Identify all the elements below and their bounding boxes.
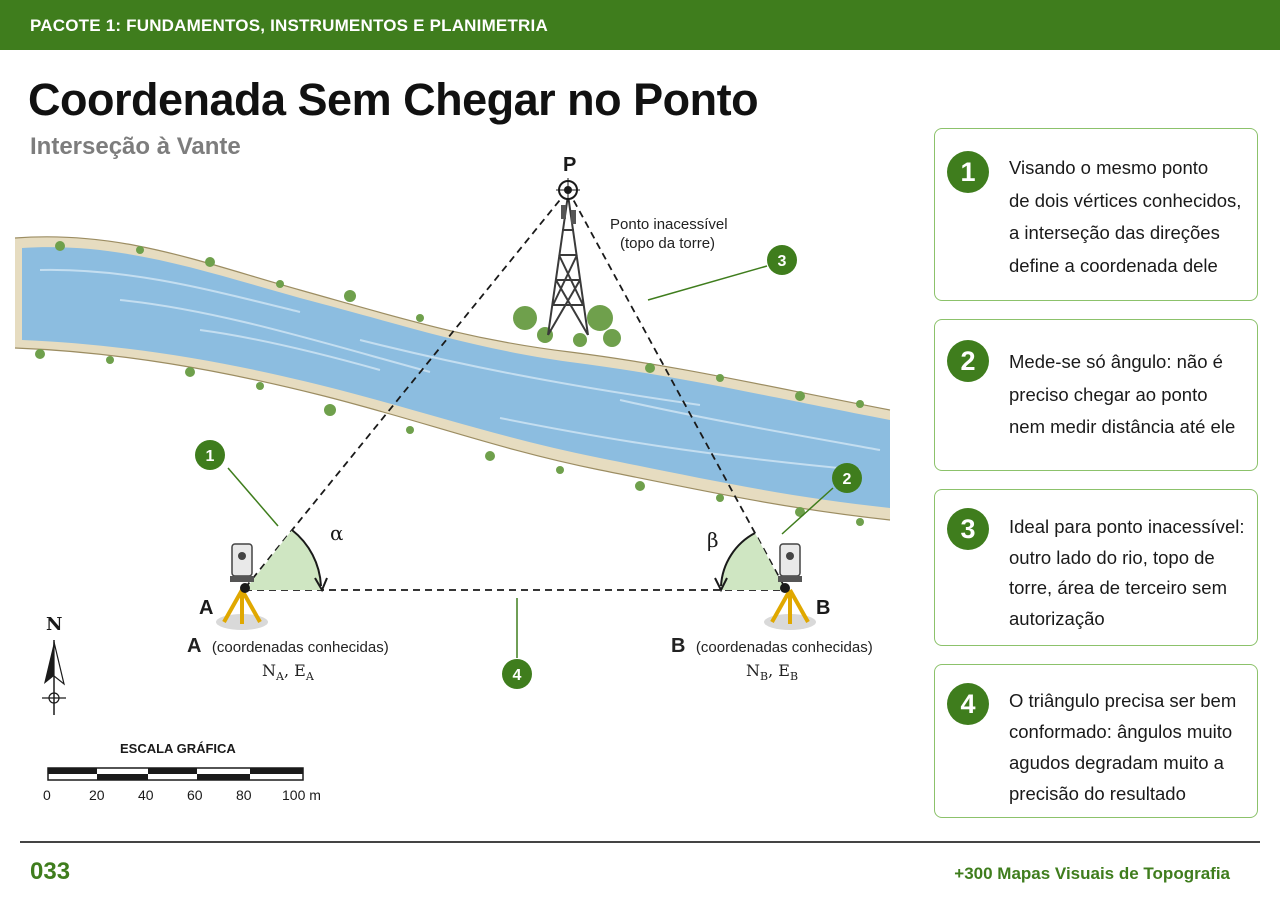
page-title: Coordenada Sem Chegar no Ponto [28,74,759,125]
section-title: PACOTE 1: FUNDAMENTOS, INSTRUMENTOS E PL… [30,16,548,35]
north-arrow-icon: N [42,614,66,715]
svg-text:4: 4 [513,667,522,684]
alpha-wedge [245,530,322,590]
b-caption: B (coordenadas conhecidas) [671,635,873,657]
svg-text:N: N [46,614,62,635]
beta-label: β [707,528,719,552]
point-a-label: A [199,597,213,619]
page-subtitle: Interseção à Vante [30,133,241,160]
book-title: +300 Mapas Visuais de Topografia [954,864,1230,883]
svg-text:2: 2 [843,471,852,488]
svg-text:60: 60 [187,787,203,803]
svg-text:0: 0 [43,787,51,803]
note-card-4: 4 O triângulo precisa ser bem conformado… [934,664,1258,818]
p-caption-line2: (topo da torre) [620,235,715,252]
callout-3: 3 [647,245,797,301]
a-coordinates: NA, EA [262,661,315,683]
note-card-3: 3 Ideal para ponto inacessível: outro la… [934,489,1258,646]
point-p-label: P [563,154,576,176]
alpha-label: α [330,521,344,545]
svg-text:40: 40 [138,787,154,803]
note-text: O triângulo precisa ser bem conformado: … [1009,690,1237,804]
beta-arc [720,532,756,587]
target-point-p [556,178,580,202]
intersection-diagram: α β P Ponto inacessível (topo da torre) … [14,154,891,803]
svg-text:3: 3 [778,253,787,270]
total-station-b-icon [764,543,816,630]
scale-labels: 0 20 40 60 80 100 m [43,787,321,803]
top-banner: PACOTE 1: FUNDAMENTOS, INSTRUMENTOS E PL… [0,0,1280,50]
river [14,236,891,526]
note-text: Visando o mesmo ponto de dois vértices c… [1009,157,1242,276]
note-number-badge: 4 [947,683,989,725]
svg-text:100 m: 100 m [282,787,321,803]
svg-text:1: 1 [206,448,215,465]
tower-illustration [513,194,621,347]
sight-lines [244,189,786,591]
note-card-1: 1 Visando o mesmo ponto de dois vértices… [934,128,1258,301]
point-b-label: B [816,597,830,619]
callout-4: 4 [502,598,532,689]
page-number: 033 [30,858,71,885]
footer-divider [20,841,1260,843]
svg-text:80: 80 [236,787,252,803]
alpha-arc [291,529,322,587]
callout-1: 1 [195,440,279,527]
total-station-a-icon [216,543,268,630]
p-caption-line1: Ponto inacessível [610,216,728,233]
note-number-badge: 3 [947,508,989,550]
note-text: Ideal para ponto inacessível: outro lado… [1009,516,1245,629]
note-number-badge: 1 [947,151,989,193]
note-card-2: 2 Mede-se só ângulo: não é preciso chega… [934,319,1258,471]
callout-2: 2 [781,463,862,535]
scale-bar [47,767,304,781]
a-caption: A (coordenadas conhecidas) [187,635,389,657]
note-text: Mede-se só ângulo: não é preciso chegar … [1009,351,1236,437]
scale-title: ESCALA GRÁFICA [120,741,236,756]
note-number-badge: 2 [947,340,989,382]
b-coordinates: NB, EB [746,661,798,683]
beta-wedge [720,533,785,590]
svg-text:20: 20 [89,787,105,803]
